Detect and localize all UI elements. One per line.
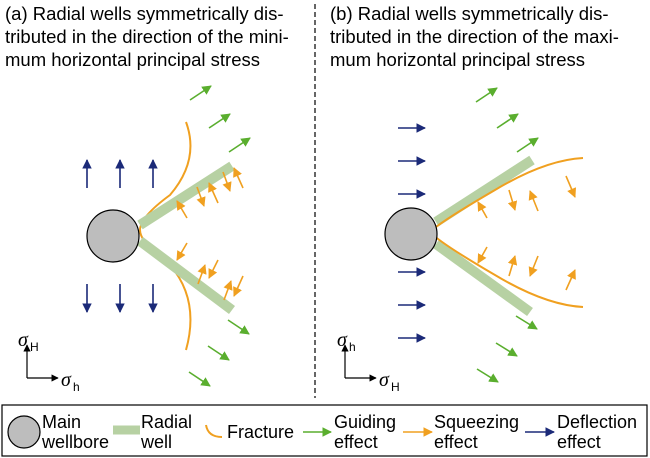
panel-b-main-wellbore — [384, 207, 438, 261]
panel-b-squeezing-arrow — [565, 175, 577, 198]
panel-a-squeezing-arrow — [208, 182, 219, 204]
legend-radial-well-label: Radial well — [141, 412, 193, 452]
panel-a-squeezing-arrow — [196, 186, 206, 207]
panel-b-squeezing-arrow — [507, 255, 518, 277]
panel-b-squeezing-arrow — [565, 269, 576, 291]
panel-a-guiding-arrow — [189, 85, 212, 101]
panel-b-guiding-arrow — [516, 137, 539, 153]
panel-b-axis-horizontal-subscript: H — [391, 380, 400, 394]
panel-a-squeezing-arrow — [197, 264, 207, 285]
panel-a-axis-horizontal-subscript: h — [73, 380, 80, 394]
legend-fracture-symbol — [205, 424, 223, 438]
panel-b-guiding-arrow — [495, 342, 518, 357]
panel-b-guiding-arrow — [475, 87, 498, 103]
panel-a-squeezing-arrow — [208, 259, 219, 279]
panel-a-axis-vertical-symbol: σ — [18, 329, 29, 351]
panel-a-guiding-arrow — [188, 371, 211, 387]
legend-deflection-label: Deflection effect — [557, 412, 638, 452]
panel-b-radial-well-lower — [433, 239, 533, 317]
legend-guiding-label: Guiding effect — [334, 412, 397, 452]
panel-b-squeezing-arrow — [528, 190, 539, 212]
panel-a-main-wellbore — [86, 209, 140, 263]
caption-panel-a: (a) Radial wells symmetrically dis- trib… — [5, 3, 289, 70]
legend-fracture-label: Fracture — [227, 422, 295, 442]
panel-b-guiding-arrow — [496, 113, 519, 129]
panel-a-group: σ H σ h — [18, 85, 251, 394]
legend-squeezing-label: Squeezing effect — [434, 412, 520, 452]
panel-a-radial-well-upper — [137, 161, 235, 230]
caption-panel-b: (b) Radial wells symmetrically dis- trib… — [330, 3, 619, 70]
panel-a-radial-well-lower — [137, 237, 235, 314]
panel-b-squeezing-arrow — [477, 201, 488, 219]
panel-b-guiding-arrow — [515, 315, 538, 330]
panel-a-guiding-arrow — [208, 113, 231, 129]
legend-main-wellbore-symbol — [7, 415, 41, 449]
legend — [1, 404, 648, 457]
panel-b-squeezing-arrow — [528, 255, 539, 277]
panel-b-squeezing-arrow — [477, 246, 488, 264]
panel-b-axis-horizontal-symbol: σ — [379, 369, 390, 391]
panel-b-axis-vertical-symbol: σ — [337, 329, 348, 351]
panel-a-axis-horizontal-symbol: σ — [61, 369, 72, 391]
panel-b-radial-well-upper — [433, 155, 535, 227]
legend-main-wellbore-label: Main wellbore — [42, 412, 110, 452]
panel-a-squeezing-arrow — [176, 242, 188, 261]
panel-a-squeezing-arrow — [176, 200, 188, 219]
panel-b-guiding-arrow — [476, 368, 499, 383]
panel-a-fracture — [138, 121, 192, 351]
panel-a-guiding-arrow — [207, 345, 230, 361]
panel-a-axis-vertical-subscript: H — [30, 340, 39, 354]
panel-a-squeezing-arrow — [233, 167, 244, 189]
panel-a-squeezing-arrow — [222, 171, 232, 192]
panel-b-group: σ h σ H — [337, 87, 584, 394]
panel-b-squeezing-arrow — [507, 189, 518, 211]
panel-a-squeezing-arrow — [233, 275, 244, 297]
panel-a-guiding-arrow — [227, 319, 250, 335]
panel-a-guiding-arrow — [228, 137, 251, 153]
panel-a-squeezing-arrow — [223, 280, 233, 301]
panel-b-axis-vertical-subscript: h — [349, 340, 356, 354]
